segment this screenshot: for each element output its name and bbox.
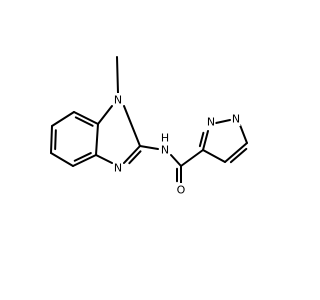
bond xyxy=(239,124,248,144)
bond xyxy=(123,145,141,164)
bond xyxy=(51,111,75,127)
atom-label-h-bg xyxy=(160,131,170,145)
bond xyxy=(74,116,94,127)
bond xyxy=(123,105,141,147)
atom-label-nh: N xyxy=(161,144,169,157)
bond xyxy=(73,152,92,162)
bond xyxy=(95,154,113,164)
bond xyxy=(128,150,142,165)
bond xyxy=(198,131,205,148)
atom-label-n-bg xyxy=(231,112,241,126)
atom-label-h: H xyxy=(161,132,169,145)
bond xyxy=(72,154,97,167)
bond xyxy=(224,142,248,163)
atom-label-o: O xyxy=(177,184,186,197)
bond xyxy=(97,105,113,125)
bond xyxy=(202,130,209,151)
bond xyxy=(116,56,119,94)
bond-layer xyxy=(50,56,248,185)
background xyxy=(0,0,300,300)
bond xyxy=(95,123,99,156)
atom-label-n-bg xyxy=(113,93,123,107)
atom-label-n: N xyxy=(207,116,215,129)
atom-label-n: N xyxy=(114,94,122,107)
bond xyxy=(170,154,182,167)
atom-label-n-bg xyxy=(206,115,216,129)
bond xyxy=(139,145,159,150)
bond xyxy=(50,125,53,154)
bond xyxy=(180,149,204,167)
atom-label-n: N xyxy=(232,113,240,126)
atom-label-o-bg xyxy=(176,183,186,197)
bond xyxy=(50,152,74,167)
atom-label-n-bg xyxy=(113,161,123,175)
bond xyxy=(73,111,99,125)
atom-label-nh-bg xyxy=(160,143,170,157)
bond xyxy=(54,129,57,151)
bond xyxy=(229,147,248,164)
bond xyxy=(215,119,231,124)
bond xyxy=(202,149,226,163)
atom-label-n: N xyxy=(114,162,122,175)
